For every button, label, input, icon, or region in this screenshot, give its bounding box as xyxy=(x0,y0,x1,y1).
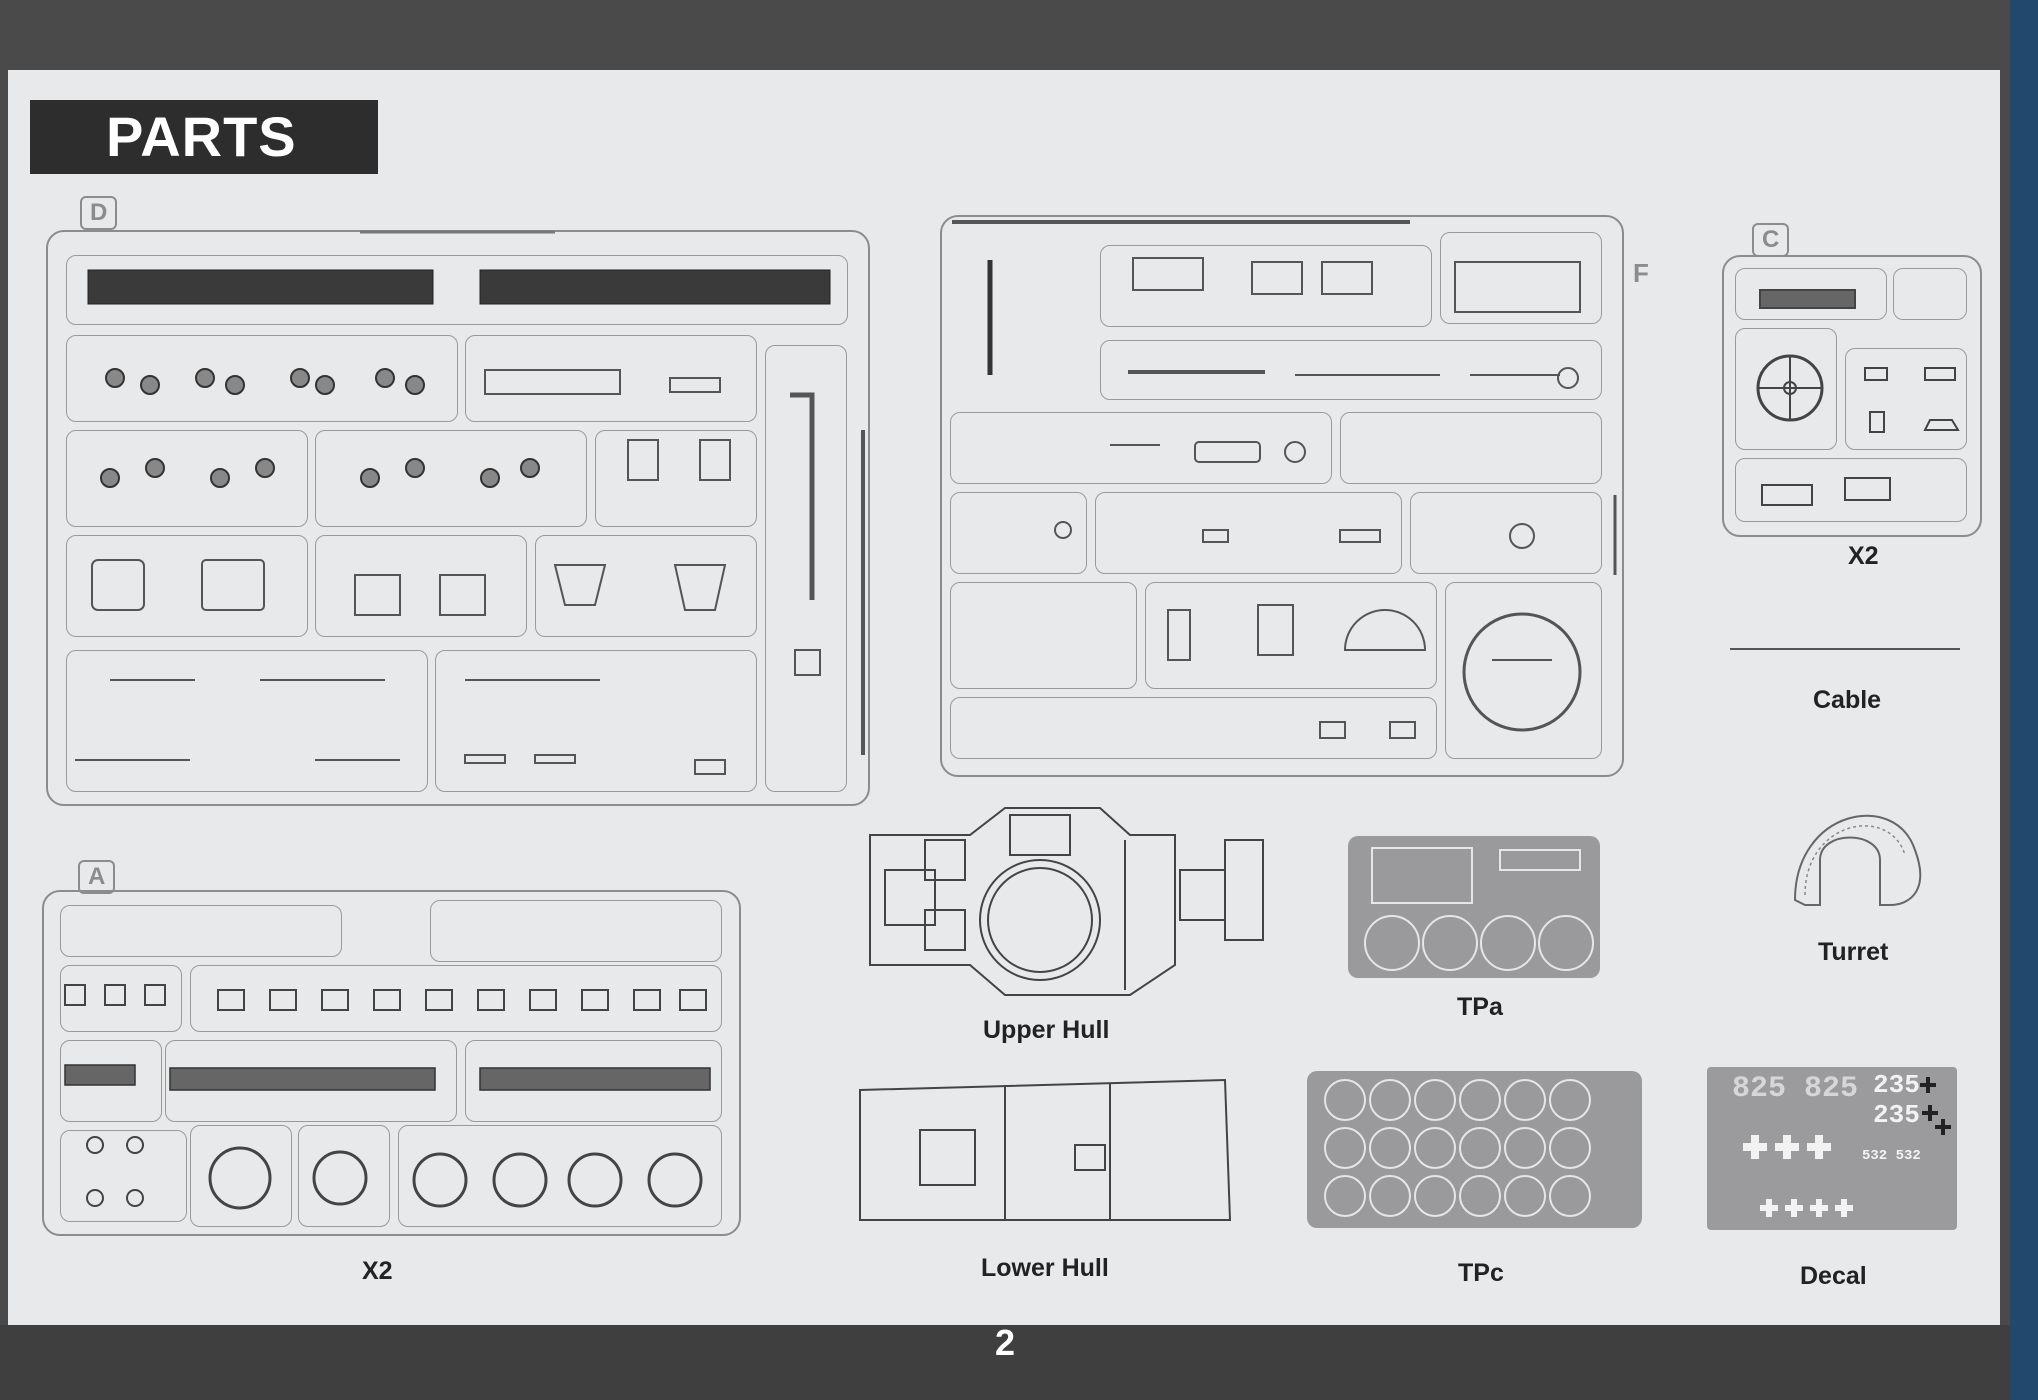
sprue-c-cell xyxy=(1845,348,1967,450)
sprue-f-cell xyxy=(1145,582,1437,689)
sprue-d-cell xyxy=(435,650,757,792)
turret-label: Turret xyxy=(1818,938,1889,966)
sprue-c-quantity: X2 xyxy=(1848,542,1879,570)
sprue-f-cell xyxy=(950,412,1332,484)
sprue-f-cell xyxy=(950,582,1137,689)
sprue-d-cell xyxy=(66,535,308,637)
sprue-d-cell xyxy=(66,650,428,792)
sprue-d-row1 xyxy=(66,255,848,325)
sprue-f-tag: F xyxy=(1625,258,1657,288)
sprue-a-cell xyxy=(190,1125,292,1227)
decal-825: 825 825 xyxy=(1732,1072,1859,1106)
sprue-c-cell xyxy=(1735,458,1967,522)
section-banner: PARTS xyxy=(30,100,378,174)
page-number: 2 xyxy=(994,1322,1016,1363)
sprue-f-cell xyxy=(1410,492,1602,574)
upper-hull-label: Upper Hull xyxy=(983,1016,1110,1044)
tpc-label: TPc xyxy=(1458,1259,1504,1287)
decal-532: 532 532 xyxy=(1862,1148,1921,1164)
sprue-a-cell xyxy=(60,1130,187,1222)
sprue-d-cell xyxy=(765,345,847,792)
sprue-d-tag: D xyxy=(80,196,118,230)
sprue-f-cell xyxy=(1445,582,1602,759)
photo-etch-tpc xyxy=(1307,1071,1642,1228)
sprue-a-cell xyxy=(298,1125,390,1227)
sprue-a-frame xyxy=(42,890,741,1236)
sprue-a-cell xyxy=(60,1040,162,1122)
sprue-d-cell xyxy=(315,535,527,637)
sprue-d-cell xyxy=(535,535,757,637)
sprue-f-cell xyxy=(1100,245,1432,327)
sprue-f-cell xyxy=(950,697,1437,759)
sprue-d-cell xyxy=(465,335,757,422)
sprue-a-quantity: X2 xyxy=(362,1257,393,1285)
sprue-a-cell xyxy=(398,1125,722,1227)
sprue-a-cell xyxy=(465,1040,722,1122)
sprue-d-cell xyxy=(595,430,757,527)
sprue-f-cell xyxy=(950,492,1087,574)
sprue-f-cell xyxy=(1100,340,1602,400)
sprue-f-cell xyxy=(1340,412,1602,484)
page-footer xyxy=(0,1325,2010,1400)
sprue-a-cell xyxy=(190,965,722,1032)
sprue-c-cell xyxy=(1735,268,1887,320)
sprue-a-tag: A xyxy=(78,860,116,894)
cable-line xyxy=(1730,648,1960,650)
decal-235-bottom: 235 xyxy=(1873,1100,1920,1130)
decal-235-top: 235 xyxy=(1873,1070,1920,1100)
sprue-f-cell xyxy=(1440,232,1602,324)
cable-label: Cable xyxy=(1813,686,1882,714)
sprue-c-frame xyxy=(1722,255,1982,537)
lower-hull-label: Lower Hull xyxy=(981,1254,1109,1282)
section-title: PARTS xyxy=(106,105,297,168)
sprue-f-frame xyxy=(940,215,1624,777)
sprue-a-cell xyxy=(165,1040,457,1122)
sprue-d-cell xyxy=(315,430,587,527)
tpa-label: TPa xyxy=(1457,993,1503,1021)
sprue-a-cell xyxy=(430,900,722,962)
sprue-a-cell xyxy=(60,965,182,1032)
sprue-d-cell xyxy=(66,430,308,527)
decal-label: Decal xyxy=(1800,1262,1867,1290)
sprue-d-cell xyxy=(66,335,458,422)
sprue-c-cell xyxy=(1893,268,1967,320)
sprue-c-cell xyxy=(1735,328,1837,450)
sprue-a-cell xyxy=(60,905,342,957)
sprue-f-cell xyxy=(1095,492,1402,574)
